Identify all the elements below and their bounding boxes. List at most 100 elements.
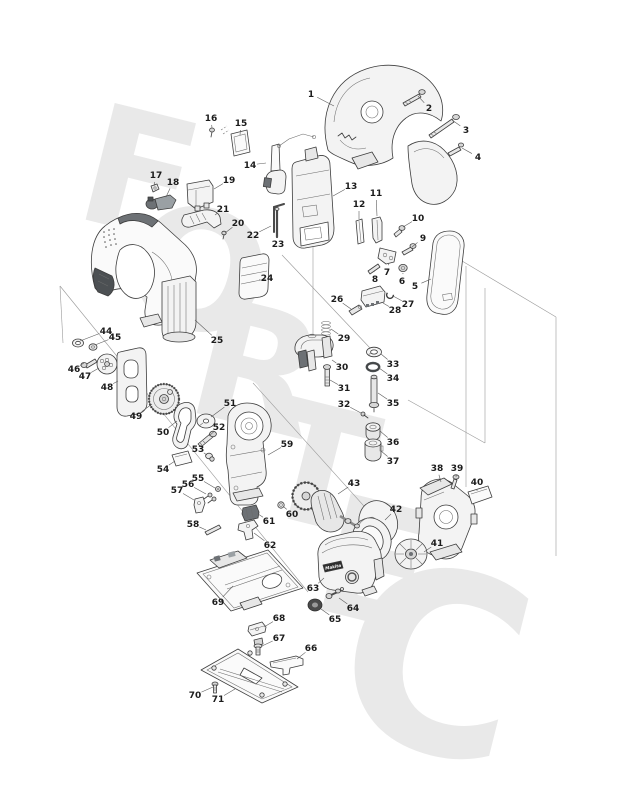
- part-48-counterweight: [116, 347, 148, 417]
- leader-line-47: [90, 367, 100, 373]
- part-18-lock-lever: [145, 194, 177, 211]
- part-10-screw: [393, 225, 406, 238]
- part-1-handle-cover: [324, 65, 458, 205]
- leader-line-29: [330, 328, 339, 335]
- leader-line-71: [223, 688, 236, 696]
- part-number-6: 6: [399, 277, 405, 287]
- leader-line-14: [256, 162, 267, 165]
- part-number-27: 27: [402, 300, 415, 310]
- leader-line-1: [317, 96, 335, 107]
- part-number-58: 58: [187, 520, 200, 530]
- part-number-64: 64: [347, 604, 360, 614]
- part-22-wire-link: [273, 203, 285, 233]
- leader-line-65: [320, 608, 330, 616]
- part-number-9: 9: [420, 234, 426, 244]
- part-number-20: 20: [232, 219, 245, 229]
- part-number-14: 14: [244, 161, 257, 171]
- part-number-22: 22: [247, 231, 260, 241]
- leader-line-46: [79, 362, 85, 366]
- part-59-gear-housing: [225, 402, 272, 506]
- part-16-screw: [209, 127, 215, 138]
- part-number-3: 3: [463, 126, 469, 136]
- part-51-washer: [196, 413, 216, 429]
- part-6-sleeve: [398, 263, 408, 272]
- leader-line-56: [193, 487, 207, 495]
- leader-line-31: [329, 379, 339, 385]
- part-65-grommet: [307, 598, 323, 612]
- leader-line-45: [94, 339, 109, 346]
- leader-line-2: [417, 95, 425, 104]
- part-8-pin: [367, 263, 381, 275]
- leader-line-34: [378, 367, 388, 375]
- leader-line-62: [253, 532, 265, 542]
- part-number-36: 36: [387, 438, 400, 448]
- part-70-screw: [211, 681, 219, 694]
- part-number-47: 47: [79, 372, 92, 382]
- leader-line-38: [438, 474, 442, 483]
- part-number-17: 17: [150, 171, 163, 181]
- leader-line-36: [379, 430, 388, 438]
- part-52-screw: [197, 430, 217, 448]
- part-number-39: 39: [451, 464, 464, 474]
- part-number-42: 42: [390, 505, 403, 515]
- leader-line-5: [421, 278, 432, 284]
- leader-line-52: [208, 431, 214, 437]
- part-number-19: 19: [223, 176, 236, 186]
- leader-line-69: [222, 585, 234, 598]
- part-53-nut: [205, 452, 215, 462]
- part-23-rod: [274, 207, 280, 239]
- leader-line-61: [257, 513, 264, 518]
- part-20-screw: [221, 230, 227, 240]
- leader-line-18: [165, 188, 171, 198]
- part-number-50: 50: [157, 428, 170, 438]
- leader-line-25: [194, 319, 213, 336]
- part-37-cap: [364, 438, 384, 462]
- leader-line-54: [168, 460, 176, 466]
- part-number-49: 49: [130, 412, 143, 422]
- part-32-pin: [360, 411, 369, 419]
- leader-line-19: [213, 183, 224, 190]
- part-number-38: 38: [431, 464, 444, 474]
- leader-line-10: [402, 221, 413, 228]
- part-number-2: 2: [426, 104, 432, 114]
- leader-line-35: [377, 392, 388, 400]
- part-number-23: 23: [272, 240, 285, 250]
- part-number-13: 13: [345, 182, 358, 192]
- part-3-screw: [428, 114, 460, 139]
- part-number-66: 66: [305, 644, 318, 654]
- part-12-plate: [355, 218, 365, 245]
- part-number-30: 30: [336, 363, 349, 373]
- leader-line-68: [263, 621, 274, 628]
- leader-line-3: [451, 119, 461, 127]
- part-number-68: 68: [273, 614, 286, 624]
- part-5-cover-plate: [426, 230, 465, 315]
- leader-line-28: [382, 302, 390, 307]
- part-number-7: 7: [384, 268, 390, 278]
- leader-line-22: [259, 225, 272, 233]
- part-39-screw: [450, 474, 460, 490]
- part-number-12: 12: [353, 200, 366, 210]
- part-number-67: 67: [273, 634, 286, 644]
- part-61-terminal-block: [241, 504, 260, 522]
- brand-logo: Makita: [325, 563, 342, 571]
- leader-line-21: [214, 212, 218, 216]
- part-number-31: 31: [338, 384, 351, 394]
- part-number-48: 48: [101, 383, 114, 393]
- leader-line-58: [199, 526, 207, 531]
- part-number-1: 1: [308, 90, 314, 100]
- part-number-37: 37: [387, 457, 400, 467]
- leader-line-26: [342, 302, 352, 310]
- part-number-18: 18: [167, 178, 180, 188]
- part-number-63: 63: [307, 584, 320, 594]
- part-number-55: 55: [192, 474, 205, 484]
- leader-line-48: [113, 380, 119, 384]
- leader-line-43: [337, 486, 349, 495]
- part-41-fan: [394, 538, 428, 570]
- leader-line-53: [203, 452, 208, 456]
- part-number-16: 16: [205, 114, 218, 124]
- part-number-52: 52: [213, 423, 226, 433]
- part-number-34: 34: [387, 374, 400, 384]
- part-number-56: 56: [182, 480, 195, 490]
- part-47-crank-disc: [96, 353, 118, 375]
- leader-line-49: [141, 403, 153, 413]
